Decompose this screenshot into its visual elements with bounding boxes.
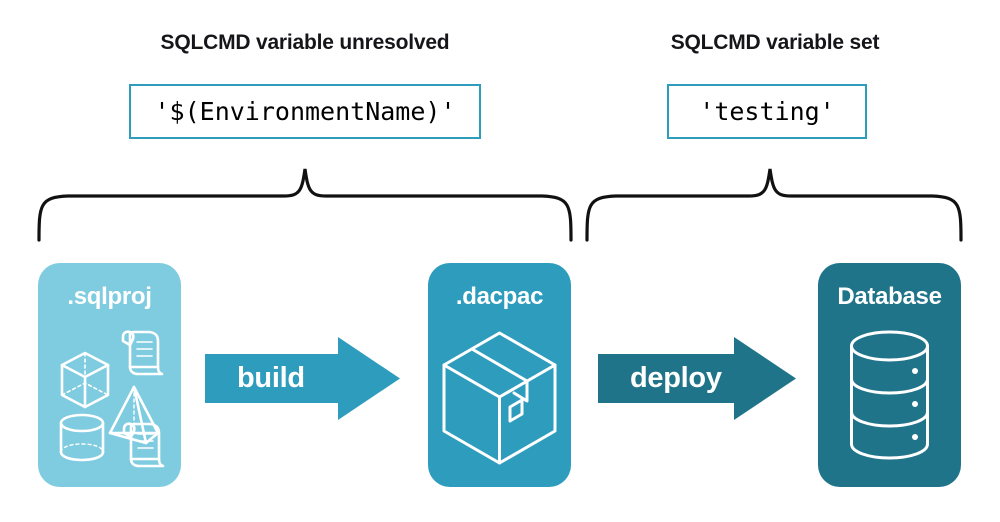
stage-label-database: Database: [837, 283, 942, 310]
sqlcmd-variable-value-left: '$(EnvironmentName)': [129, 84, 481, 139]
dacpac-icon-group: [442, 331, 557, 465]
arrow-build[interactable]: build: [205, 337, 400, 420]
sqlcmd-variable-value-right: 'testing': [667, 84, 867, 139]
stage-box-sqlproj[interactable]: .sqlproj: [38, 263, 181, 487]
scroll-icon: [122, 422, 165, 468]
annotation-heading-right: SQLCMD variable set: [670, 31, 880, 54]
scroll-icon: [121, 330, 164, 376]
package-box-icon: [442, 331, 557, 465]
arrow-build-shape: [205, 337, 400, 420]
stage-box-dacpac[interactable]: .dacpac: [428, 263, 571, 487]
arrow-deploy-shape: [598, 337, 796, 420]
database-icon-group: [850, 330, 929, 460]
build-phase-brace-icon: [37, 168, 573, 242]
stage-label-sqlproj: .sqlproj: [67, 283, 152, 310]
deploy-phase-brace-icon: [585, 168, 963, 242]
stage-label-dacpac: .dacpac: [455, 283, 544, 310]
arrow-deploy[interactable]: deploy: [598, 337, 796, 420]
cube-icon: [60, 351, 110, 409]
stage-box-database[interactable]: Database: [818, 263, 961, 487]
sqlproj-icon-group: [59, 330, 165, 468]
annotation-heading-left: SQLCMD variable unresolved: [160, 31, 450, 54]
cylinder-icon: [59, 413, 105, 462]
database-cylinder-icon: [850, 330, 929, 460]
